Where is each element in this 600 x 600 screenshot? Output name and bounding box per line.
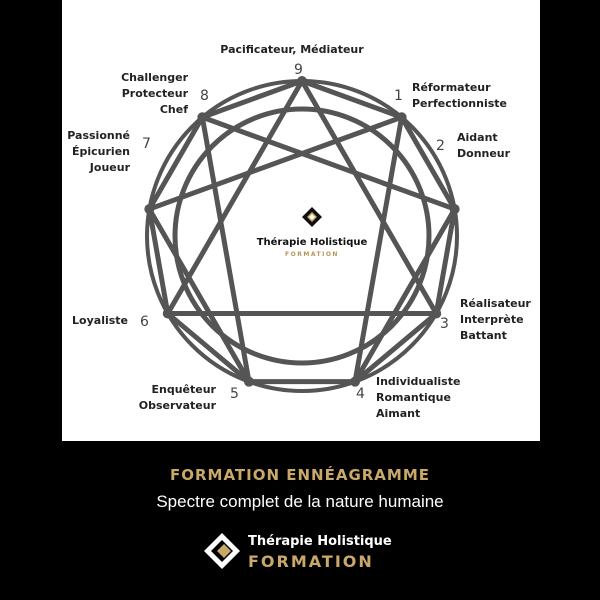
type-node-1 — [396, 112, 407, 123]
center-brand-name: Thérapie Holistique — [256, 237, 368, 248]
type-number-2: 2 — [436, 138, 445, 154]
type-node-7 — [144, 204, 155, 215]
type-label-8: Challenger Protecteur Chef — [121, 71, 188, 116]
footer-brand-sub: FORMATION — [248, 552, 374, 571]
type-node-2 — [449, 204, 460, 215]
type-number-3: 3 — [440, 316, 449, 332]
enneagram-diagram — [144, 76, 460, 393]
type-node-4 — [350, 376, 361, 387]
type-node-8 — [197, 112, 208, 123]
outer-chords — [146, 78, 458, 385]
center-brand-sub: FORMATION — [285, 251, 339, 258]
type-label-4: Individualiste Romantique Aimant — [376, 375, 461, 420]
diamond-logo-icon — [302, 207, 322, 227]
type-label-6: Loyaliste — [72, 314, 128, 327]
type-number-9: 9 — [294, 62, 303, 78]
type-number-5: 5 — [230, 386, 239, 402]
diamond-logo-icon — [204, 533, 240, 569]
type-node-3 — [431, 308, 442, 319]
triangle-line — [165, 78, 439, 316]
type-label-7: Passionné Épicurien Joueur — [67, 129, 130, 174]
footer-logo: Thérapie Holistique FORMATION — [200, 528, 400, 574]
type-label-2: Aidant Donneur — [457, 131, 511, 160]
page-title: FORMATION ENNÉAGRAMME — [169, 466, 431, 484]
center-logo: Thérapie Holistique FORMATION — [250, 206, 374, 258]
type-node-6 — [162, 308, 173, 319]
type-number-1: 1 — [394, 88, 403, 104]
type-label-3: Réalisateur Interprète Battant — [460, 297, 531, 342]
type-number-4: 4 — [356, 386, 365, 402]
type-label-5: Enquêteur Observateur — [138, 383, 216, 412]
type-node-5 — [243, 376, 254, 387]
type-label-9: Pacificateur, Médiateur — [220, 43, 364, 56]
footer-brand-name: Thérapie Holistique — [248, 534, 392, 549]
diagram-panel: 9 Pacificateur, Médiateur 1 Réformateur … — [62, 0, 540, 441]
type-number-7: 7 — [142, 136, 151, 152]
page-subtitle: Spectre complet de la nature humaine — [156, 492, 444, 511]
type-node-9 — [297, 76, 307, 86]
inner-ring — [172, 106, 432, 366]
type-label-1: Réformateur Perfectionniste — [412, 81, 507, 110]
type-number-6: 6 — [140, 314, 149, 330]
type-number-8: 8 — [200, 88, 209, 104]
